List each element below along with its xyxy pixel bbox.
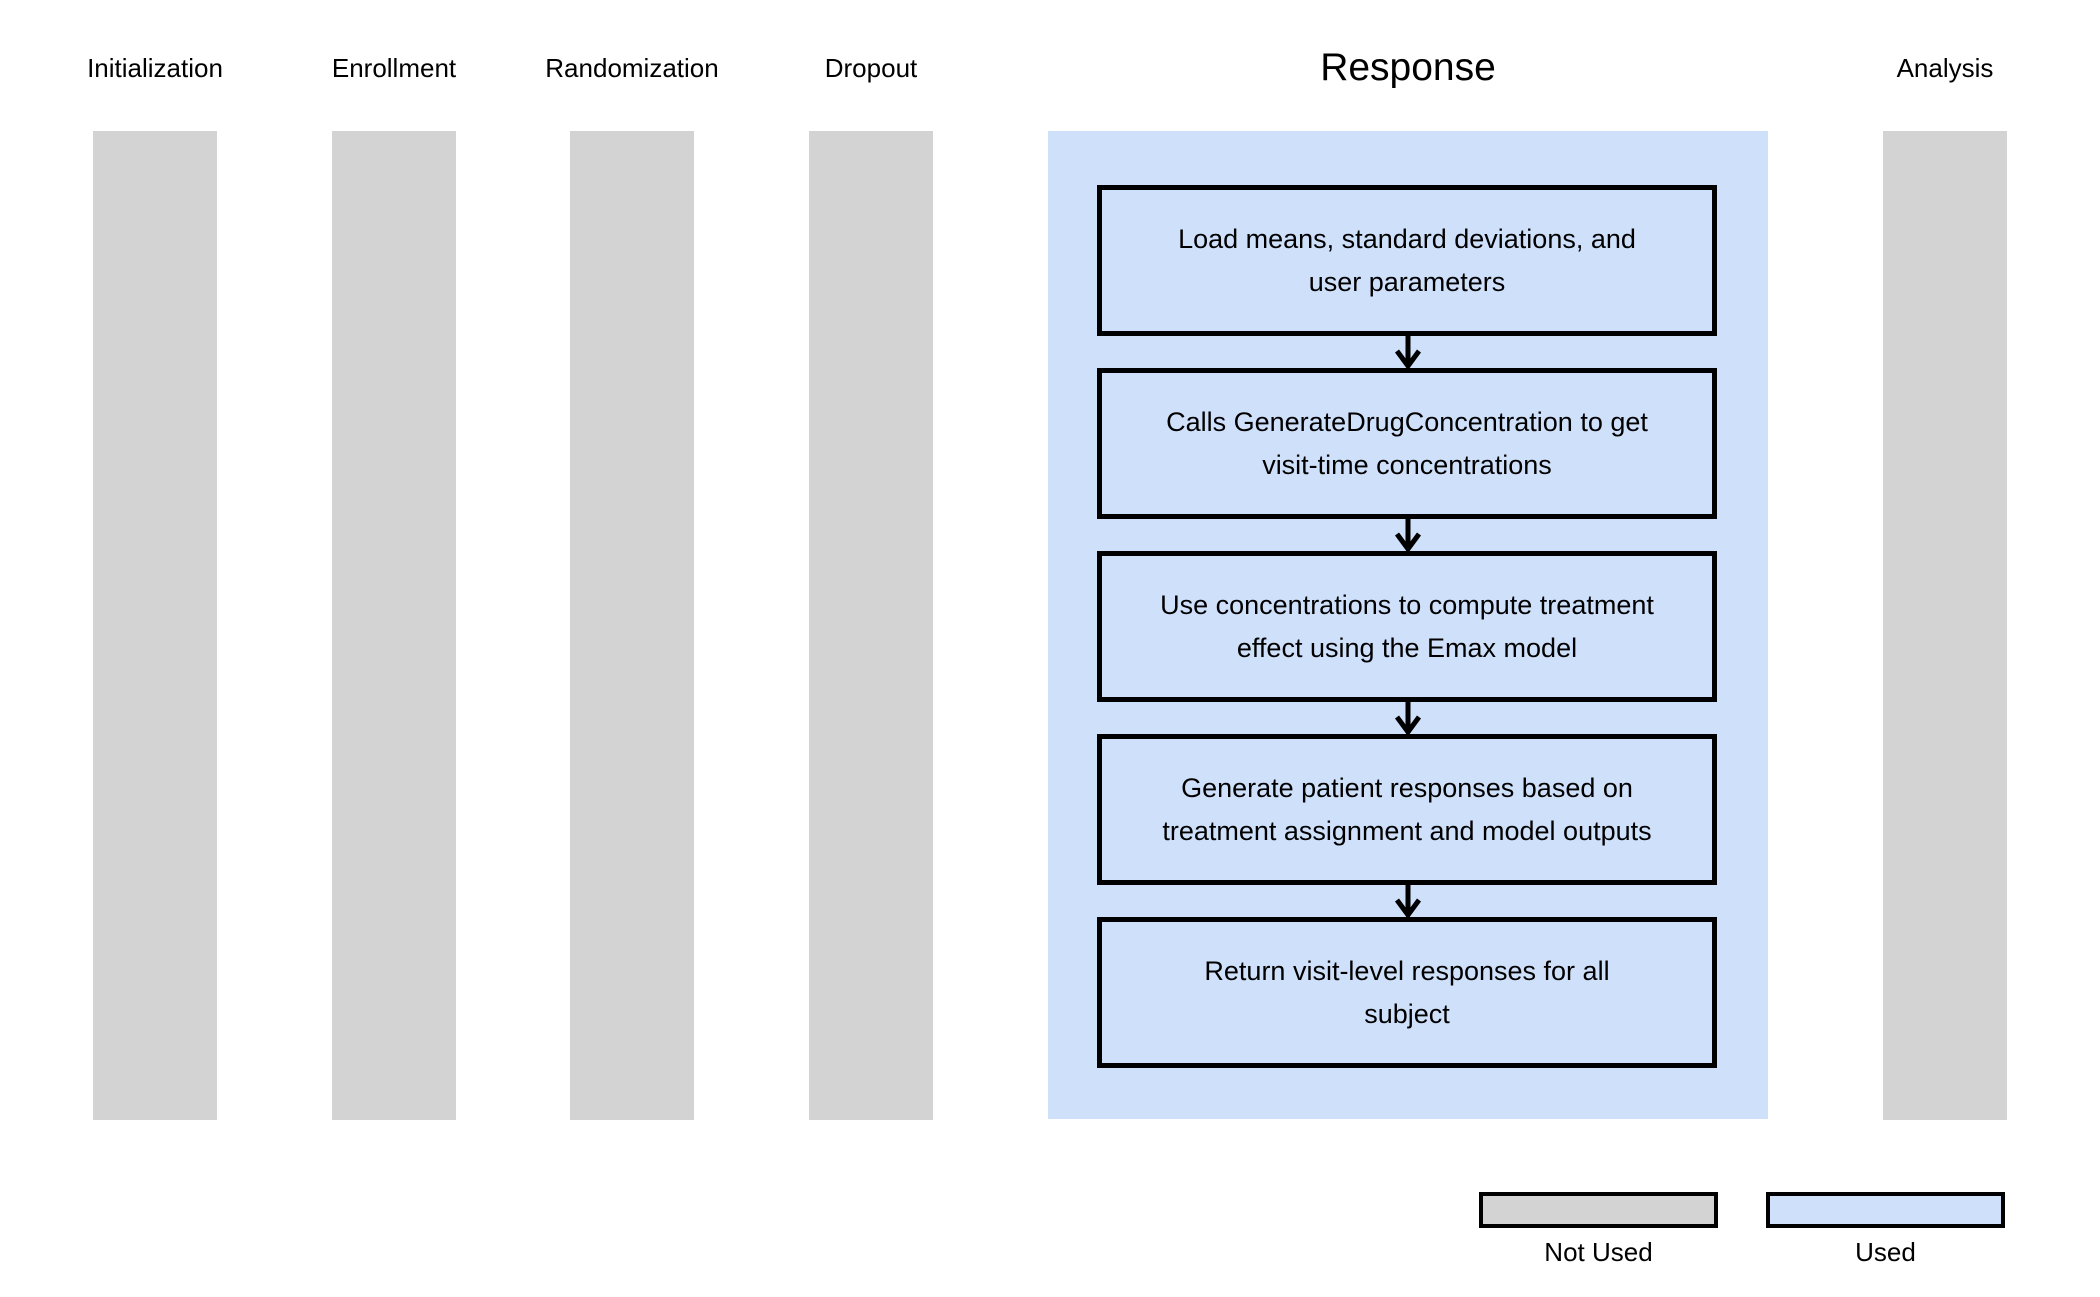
column-bar-enrollment [332, 131, 456, 1120]
flow-box-return-visit-level-responses: Return visit-level responses for all sub… [1097, 917, 1717, 1068]
flow-box-generate-patient-responses: Generate patient responses based on trea… [1097, 734, 1717, 885]
column-header-analysis: Analysis [1896, 53, 1994, 83]
arrow-down-icon [1394, 885, 1422, 917]
column-header-initialization: Initialization [87, 53, 223, 83]
column-header-randomization: Randomization [545, 53, 719, 83]
arrow-down-icon [1394, 702, 1422, 734]
response-panel: Load means, standard deviations, and use… [1048, 131, 1768, 1119]
flow-box-line: user parameters [1308, 266, 1506, 297]
flow-box-line: subject [1364, 998, 1450, 1029]
column-bar-dropout [809, 131, 933, 1120]
flow-box-generate-drug-concentration: Calls GenerateDrugConcentration to get v… [1097, 368, 1717, 519]
arrow-down-icon [1394, 336, 1422, 368]
flow-box-line: treatment assignment and model outputs [1162, 815, 1652, 846]
flow-box-line: Load means, standard deviations, and [1178, 223, 1636, 254]
flow-box-line: visit-time concentrations [1262, 449, 1552, 480]
flow-box-load-parameters: Load means, standard deviations, and use… [1097, 185, 1717, 336]
legend-not-used-swatch [1479, 1192, 1718, 1228]
flow-box-line: Calls GenerateDrugConcentration to get [1166, 406, 1648, 437]
flow-box-line: effect using the Emax model [1236, 632, 1578, 663]
flow-box-line: Use concentrations to compute treatment [1160, 589, 1654, 620]
column-bar-analysis [1883, 131, 2007, 1120]
flow-box-line: Generate patient responses based on [1181, 772, 1633, 803]
legend-used-label: Used [1855, 1237, 1916, 1267]
column-header-dropout: Dropout [824, 53, 918, 83]
column-bar-randomization [570, 131, 694, 1120]
legend-used-swatch [1766, 1192, 2005, 1228]
flow-box-line: Return visit-level responses for all [1204, 955, 1610, 986]
flow-box-emax-treatment-effect: Use concentrations to compute treatment … [1097, 551, 1717, 702]
legend-not-used-label: Not Used [1544, 1237, 1653, 1267]
column-bar-initialization [93, 131, 217, 1120]
column-header-enrollment: Enrollment [331, 53, 457, 83]
arrow-down-icon [1394, 519, 1422, 551]
column-header-response: Response [1320, 46, 1496, 89]
